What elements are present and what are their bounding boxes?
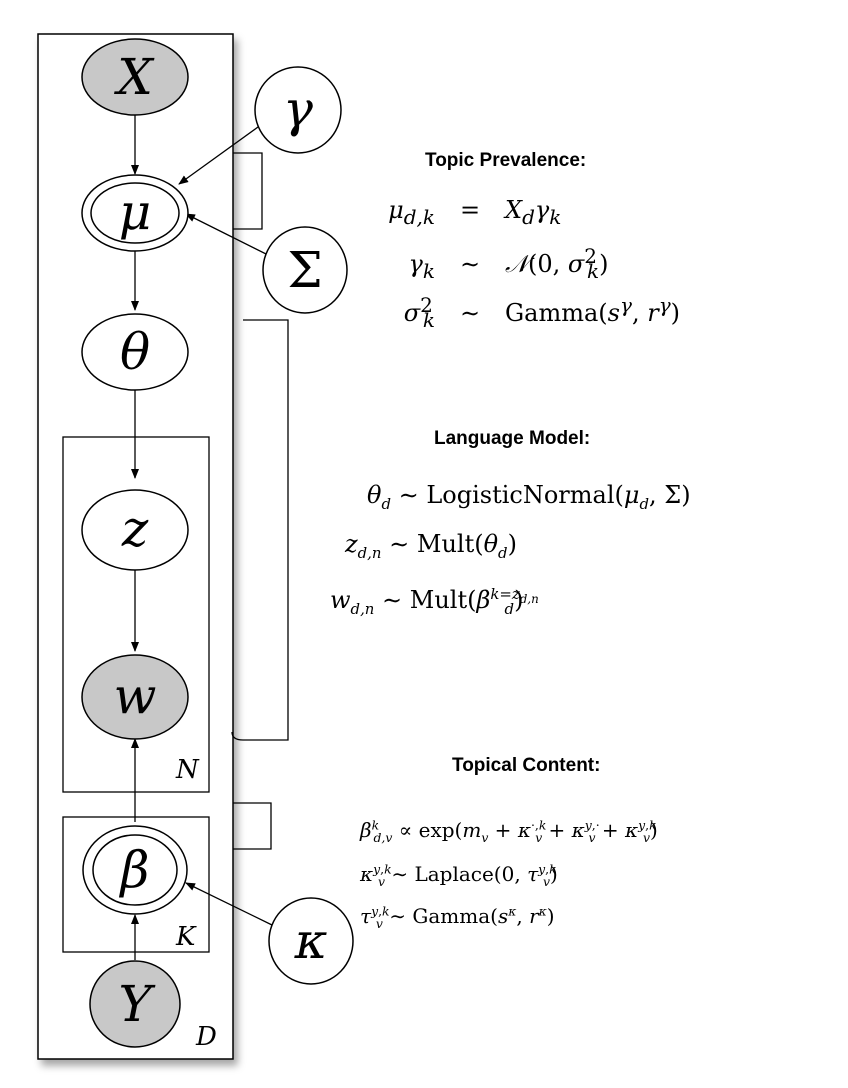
node-w: w [81, 654, 189, 740]
node-mu: μ [81, 174, 189, 252]
bracket-language-model [231, 319, 289, 741]
node-sigma: Σ [262, 226, 348, 314]
edge-kappa-beta [185, 882, 273, 926]
svg-text:θ: θ [120, 323, 150, 381]
eq-tau-v: τy,kv ∼ Gamma(sκ, rκ) [360, 903, 555, 931]
edge-sigma-mu [185, 213, 269, 256]
svg-text:κ: κ [294, 912, 328, 970]
eq-w-dn: wd,n ∼ Mult(βk=zd,nd) [330, 585, 539, 618]
edge-gamma-mu [178, 126, 259, 185]
eq-z-dn: zd,n ∼ Mult(θd) [345, 530, 517, 562]
heading-language-model: Language Model: [434, 428, 591, 449]
bracket-topic-prevalence [233, 152, 263, 230]
node-gamma: γ [254, 66, 342, 154]
eq-sigma-k: σ2k∼Gamma(sγ, rγ) [403, 293, 681, 332]
eq-theta-d: θd ∼ LogisticNormal(μd, Σ) [367, 481, 691, 513]
plate-d-label: D [195, 1022, 217, 1052]
eq-mu-dk: μd,k=Xdγk [388, 196, 562, 229]
plate-n [62, 436, 210, 793]
svg-text:γ: γ [283, 80, 313, 138]
node-z: z [81, 489, 189, 571]
svg-text:w: w [114, 667, 157, 725]
eq-kappa-v: κy,kv ∼ Laplace(0, τy,kv) [360, 861, 558, 889]
plate-k [62, 816, 210, 953]
node-kappa: κ [268, 897, 354, 985]
eq-gamma-k: γk∼𝒩(0, σ2k) [408, 244, 609, 283]
svg-text:μ: μ [119, 183, 152, 241]
svg-text:β: β [119, 841, 150, 899]
node-theta: θ [81, 313, 189, 391]
heading-topic-prevalence: Topic Prevalence: [425, 150, 587, 171]
svg-text:Σ: Σ [287, 241, 322, 299]
eq-beta-dv: βkd,v ∝ exp(mv + κ·,kv + κy,·v + κy,kv) [360, 817, 658, 845]
node-x: X [81, 38, 189, 116]
svg-text:X: X [113, 48, 155, 106]
svg-text:z: z [121, 500, 149, 558]
svg-text:Y: Y [118, 975, 155, 1033]
heading-topical-content: Topical Content: [452, 755, 601, 776]
node-beta: β [82, 825, 188, 915]
plate-n-label: N [175, 755, 200, 785]
bracket-topical-content [233, 802, 272, 850]
plate-k-label: K [175, 922, 197, 952]
node-y: Y [89, 960, 181, 1048]
